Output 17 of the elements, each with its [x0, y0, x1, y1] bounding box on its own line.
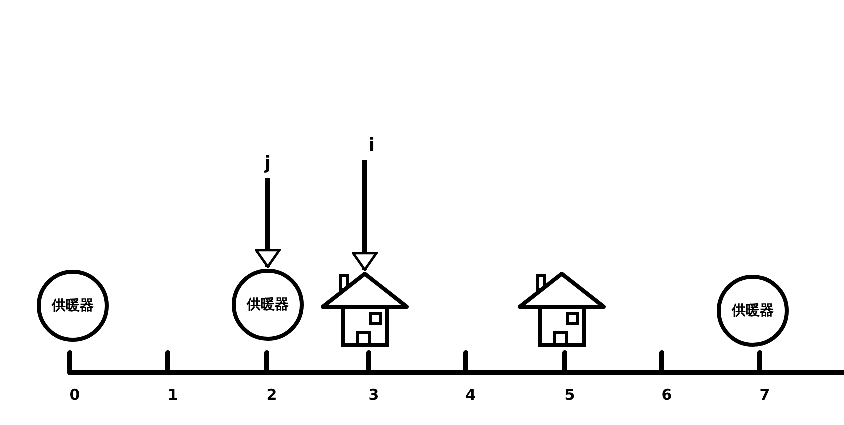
heater-label: 供暖器: [52, 296, 94, 316]
house-drawing: [320, 272, 410, 348]
down-arrow: [352, 160, 378, 272]
tick-number: 1: [166, 385, 180, 406]
pointer-label: i: [362, 132, 382, 158]
tick-number: 4: [464, 385, 478, 406]
tick-number: 3: [368, 385, 380, 406]
tick-number: 7: [758, 385, 772, 406]
tick-number: 5: [564, 385, 576, 406]
down-arrow: [255, 178, 281, 268]
heater-label: 供暖器: [732, 302, 774, 320]
tick-number: 6: [660, 385, 674, 406]
pointer-label: j: [258, 150, 278, 176]
tick-number: 2: [266, 385, 278, 406]
heater-label: 供暖器: [247, 296, 289, 314]
house-drawing: [517, 272, 607, 348]
tick-number: 0: [68, 385, 82, 406]
